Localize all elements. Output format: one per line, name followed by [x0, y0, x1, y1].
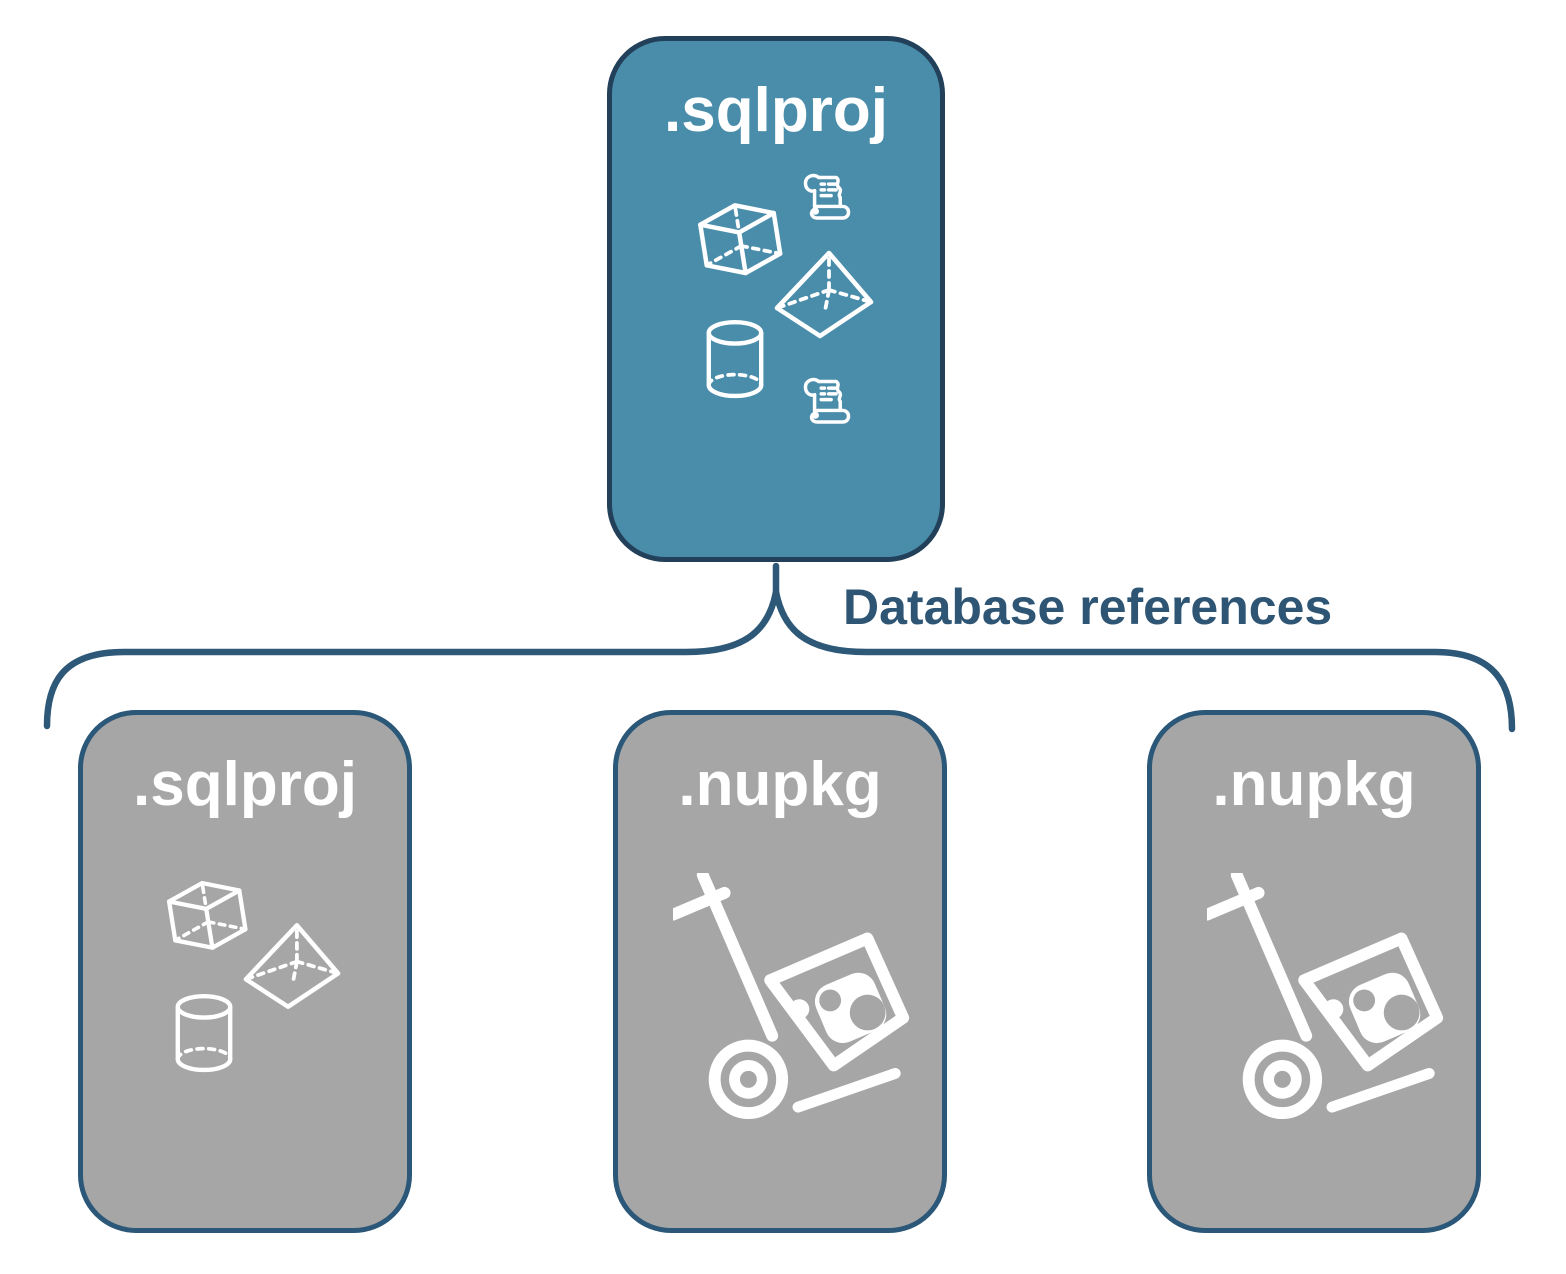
card-nupkg-reference-2: .nupkg [1147, 710, 1481, 1233]
card-nupkg-reference-1: .nupkg [613, 710, 947, 1233]
card-sqlproj-reference: .sqlproj [78, 710, 412, 1233]
cylinder-icon [171, 993, 237, 1079]
cube-icon [159, 871, 257, 969]
brace-path-left [43, 562, 780, 730]
card-sqlproj-top: .sqlproj [607, 36, 945, 562]
card-title: .nupkg [678, 750, 882, 819]
nuget-handtruck-icon [673, 873, 923, 1127]
scroll-icon [798, 170, 856, 223]
card-title: .sqlproj [133, 750, 357, 819]
cube-icon [690, 193, 793, 296]
pyramid-icon [772, 247, 876, 343]
card-title: .sqlproj [664, 76, 888, 145]
connector-label: Database references [843, 579, 1333, 635]
pyramid-icon [241, 919, 343, 1014]
card-title: .nupkg [1212, 750, 1416, 819]
scroll-icon [798, 374, 856, 427]
nuget-handtruck-icon [1207, 873, 1457, 1127]
cylinder-icon [702, 319, 768, 405]
